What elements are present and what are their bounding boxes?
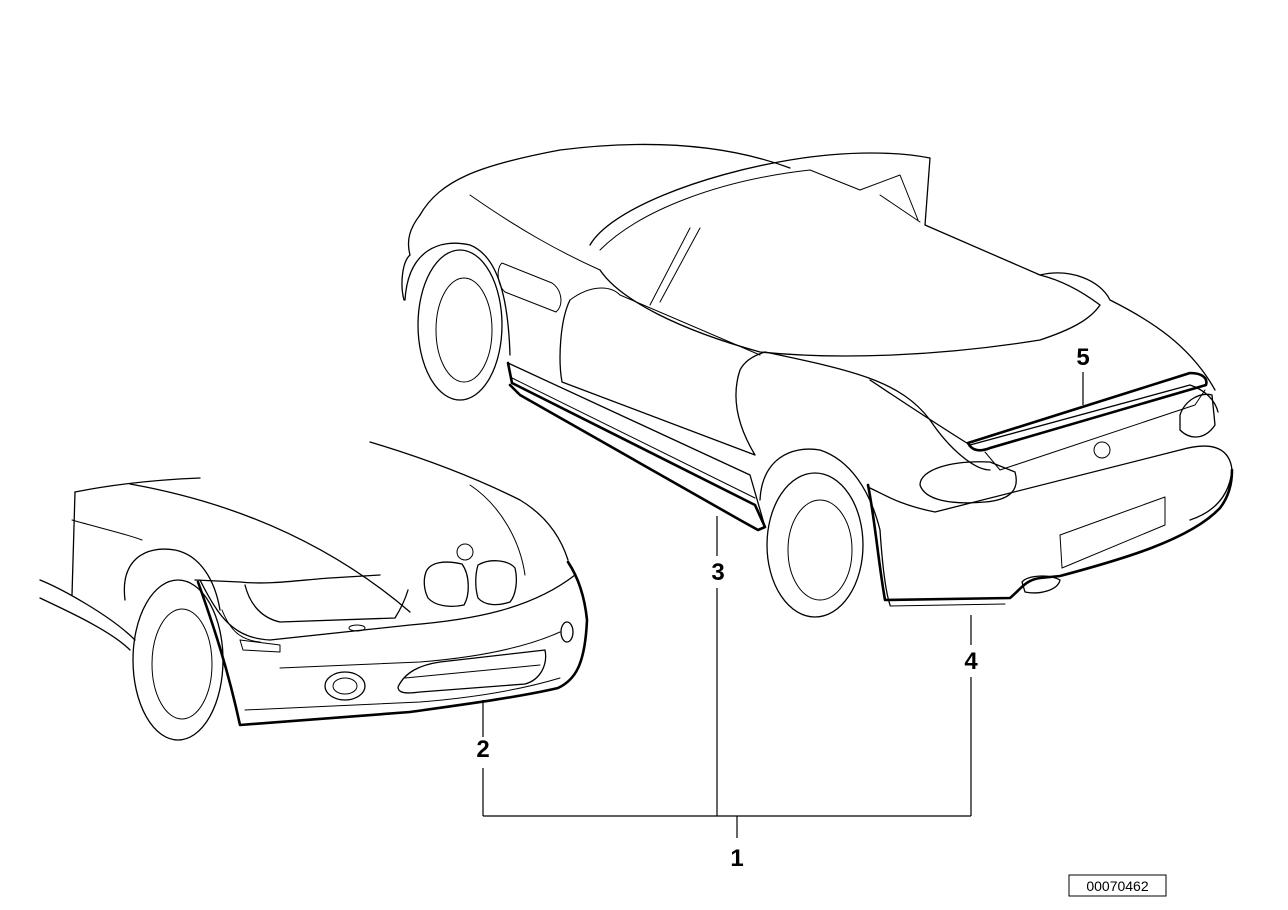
side-skirt-inner-line [511, 377, 756, 499]
side-skirt-top-line [507, 362, 766, 528]
front-car-bumper-crease [221, 609, 561, 669]
rear-car-exhaust [1021, 575, 1061, 594]
rear-car-front-wheel-rim [435, 277, 493, 383]
front-car-hood-right [369, 441, 569, 561]
front-car-door-line [39, 491, 136, 651]
front-spoiler [196, 560, 589, 727]
callout-3: 3 [711, 559, 724, 586]
rear-car-rear-wheel-rim [787, 499, 853, 601]
rear-car-front-wheel-arch [404, 242, 511, 356]
front-car-side-trim [71, 519, 143, 541]
rear-car-front-fender [401, 214, 421, 301]
front-spoiler-intake-line [404, 664, 541, 679]
rear-car-hood-outline [419, 143, 791, 216]
front-car-grille-left [423, 561, 469, 607]
front-car-badge [456, 543, 474, 561]
car-rear-side-view [401, 143, 1234, 618]
rear-car-trunk-lid [869, 379, 1219, 446]
front-car-wheel-rim [151, 608, 213, 720]
front-spoiler-fog-light-left [324, 671, 366, 701]
rear-car-hood-crease [469, 194, 601, 271]
front-car-wheel [132, 579, 224, 741]
rear-car-door-top [569, 287, 761, 356]
front-spoiler-fog-light-left-inner [332, 677, 358, 695]
callouts: 1 2 3 4 5 [476, 344, 1089, 872]
front-car-grille-right [475, 560, 517, 606]
rear-apron [866, 468, 1234, 602]
front-car-bumper-top [199, 574, 576, 641]
callout-5: 5 [1076, 344, 1089, 371]
front-car-hood-left [129, 483, 411, 613]
front-spoiler-fog-light-right [560, 621, 574, 643]
rear-car-badge [1093, 441, 1111, 459]
front-spoiler-lower-edge [244, 677, 561, 711]
rear-car-windshield-inner [599, 169, 861, 251]
rear-car-rear-deck [1039, 272, 1216, 391]
callout-2: 2 [476, 736, 489, 763]
front-spoiler-intake [397, 649, 547, 694]
side-skirt [506, 361, 767, 532]
rear-car-windshield-frame [589, 152, 931, 246]
front-car-windshield-line [74, 477, 201, 493]
rear-car-a-pillar [649, 227, 701, 306]
rear-car-licence-plate [1059, 496, 1166, 569]
car-front-view [39, 441, 589, 741]
callout-1: 1 [730, 845, 743, 872]
leader-lines [482, 372, 1084, 838]
callout-4: 4 [964, 648, 978, 675]
rear-car-rear-wheel [766, 472, 864, 618]
reference-id-frame [1068, 874, 1167, 897]
front-car-fender [194, 574, 381, 584]
rear-car-rear-wheel-arch [759, 448, 891, 606]
rear-spoiler-underside [984, 389, 1206, 471]
rear-apron-lower-lip [889, 603, 1006, 607]
rear-car-rear-quarter [764, 351, 991, 471]
front-car-hood-bulge [469, 484, 526, 576]
front-car-plate-bolt [348, 624, 366, 632]
rear-car-fender-vent [497, 262, 562, 313]
rear-car-tonneau-cover [599, 224, 1101, 357]
front-car-wheel-arch [123, 548, 221, 611]
rear-spoiler [966, 371, 1208, 452]
front-car-headlight [244, 584, 409, 623]
rear-car-rear-bumper [869, 445, 1233, 521]
rear-car-front-wheel [417, 249, 503, 401]
front-car-turn-signal [239, 639, 281, 653]
rear-car-roll-bar [859, 174, 921, 223]
reference-id-box: 00070462 [1068, 874, 1167, 897]
rear-car-taillight-right [1179, 393, 1216, 438]
rear-car-door [559, 299, 766, 456]
reference-id: 00070462 [1086, 878, 1149, 894]
rear-car-taillight-left [919, 461, 1017, 504]
